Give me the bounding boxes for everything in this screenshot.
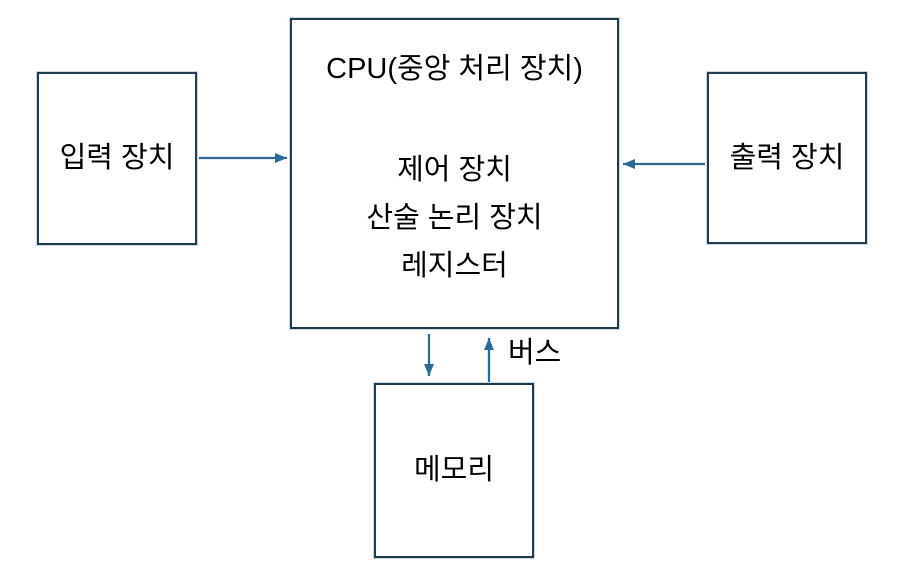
input-device-box: 입력 장치	[37, 72, 197, 245]
memory-label: 메모리	[413, 454, 495, 487]
bus-label: 버스	[508, 337, 562, 369]
output-device-label: 출력 장치	[729, 141, 845, 174]
cpu-line-register: 레지스터	[401, 250, 508, 282]
cpu-line-control-unit: 제어 장치	[397, 154, 512, 186]
cpu-line-alu: 산술 논리 장치	[366, 202, 543, 234]
cpu-title: CPU(중앙 처리 장치)	[326, 53, 583, 85]
cpu-components: 제어 장치 산술 논리 장치 레지스터	[292, 146, 617, 290]
memory-box: 메모리	[374, 383, 534, 558]
cpu-box: CPU(중앙 처리 장치) 제어 장치 산술 논리 장치 레지스터	[290, 18, 619, 329]
input-device-label: 입력 장치	[59, 142, 175, 175]
output-device-box: 출력 장치	[707, 72, 867, 244]
